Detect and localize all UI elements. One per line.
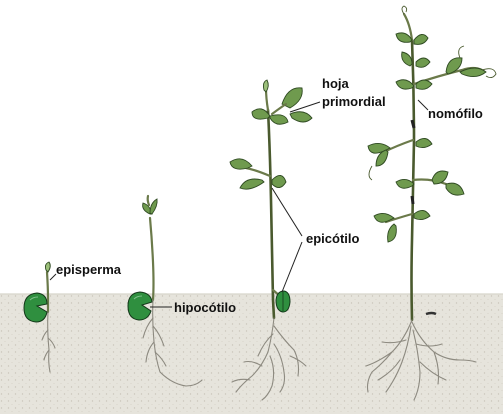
- mature-leaf-center-1: [396, 179, 414, 188]
- mature-leaf-right-1: [432, 171, 448, 184]
- mature-leaf-top-left: [396, 33, 412, 42]
- leaf-stage3-lower-left: [240, 179, 264, 189]
- mature-leaf-top-right: [414, 34, 428, 44]
- mature-leaf-lower-right: [414, 210, 430, 219]
- label-hipocotilo: hipocótilo: [174, 300, 236, 315]
- leaf-stage3-left: [230, 159, 252, 169]
- mature-leaf-upper-right: [416, 58, 430, 67]
- label-epicotilo: epicótilo: [306, 231, 360, 246]
- mature-leaf-mid-left: [396, 80, 414, 89]
- mature-leaf-lower-small: [388, 224, 397, 242]
- label-episperma: episperma: [56, 262, 122, 277]
- label-hoja-primordial-line1: hoja: [322, 76, 349, 91]
- label-epicotilo-group: epicótilo: [272, 188, 360, 292]
- label-episperma-group: episperma: [50, 262, 122, 280]
- soil: [0, 294, 503, 414]
- mature-leaf-right-2: [446, 183, 464, 195]
- sprout-tip: [45, 262, 50, 272]
- mature-leaf-center-2: [416, 138, 432, 147]
- seed-stage3: [276, 291, 290, 312]
- primordial-leaf-right: [270, 115, 288, 124]
- label-hoja-primordial-line2: primordial: [322, 94, 386, 109]
- label-hoja-primordial-group: hoja primordial: [290, 76, 386, 112]
- label-nomofilo: nomófilo: [428, 106, 483, 121]
- leaf-stage2-b: [150, 199, 157, 214]
- bud-stage3: [263, 80, 268, 92]
- mature-leaf-upper-left: [402, 52, 412, 66]
- primordial-leaf-far-right: [290, 112, 312, 122]
- label-nomofilo-group: nomófilo: [418, 100, 483, 121]
- leaf-stage3-right: [272, 175, 286, 187]
